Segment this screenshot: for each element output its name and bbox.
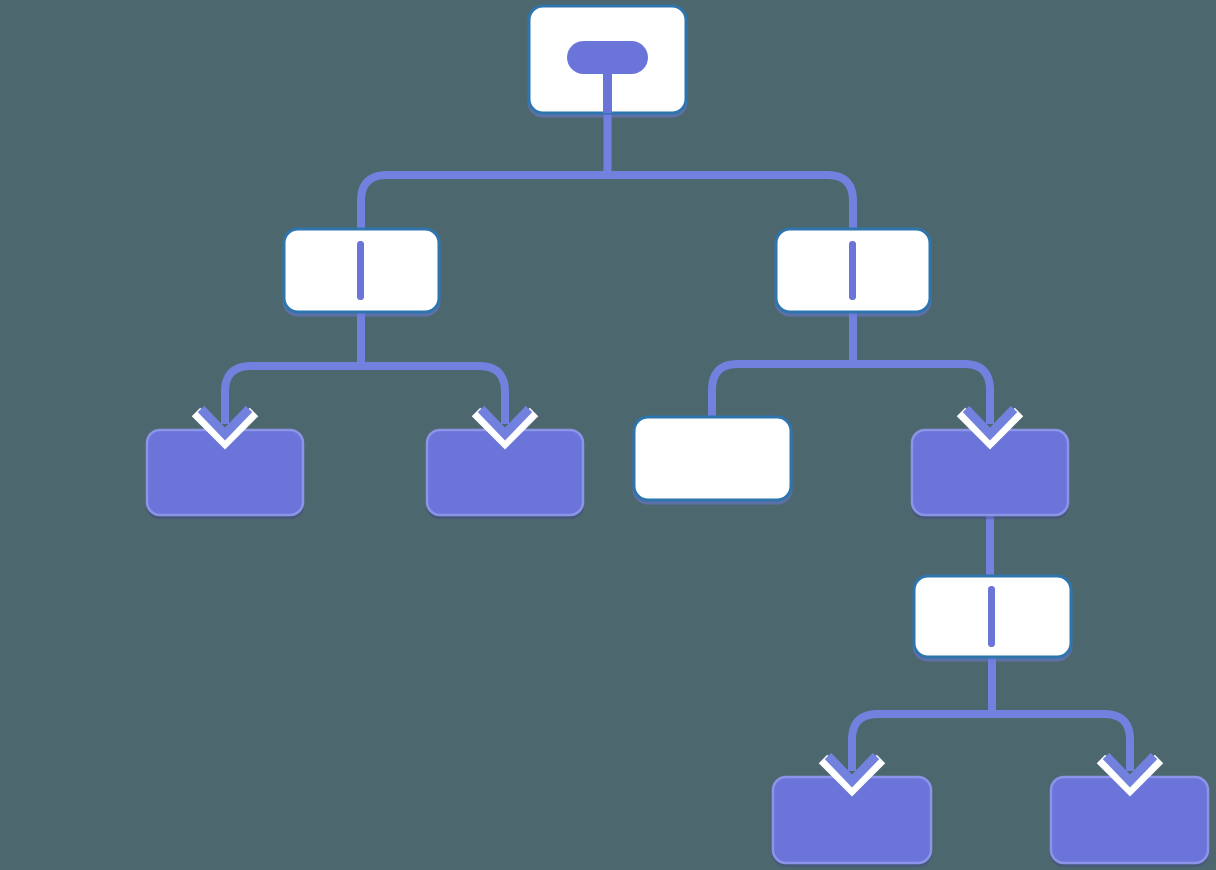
edge-splitright-to-children (708, 360, 994, 424)
vertical-divider-icon (988, 586, 995, 647)
vertical-divider-icon (357, 241, 364, 300)
node-plain-white[interactable] (632, 415, 793, 502)
edge-splitbottom-to-leaves (848, 710, 1134, 771)
node-root[interactable] (527, 4, 688, 115)
node-split-right[interactable] (774, 227, 932, 314)
edge-splitleft-to-leaves (221, 362, 509, 424)
node-plain-white-box[interactable] (632, 415, 793, 502)
root-pill-stem (603, 70, 612, 113)
node-split-left[interactable] (282, 227, 441, 314)
root-pill-shape (567, 41, 648, 74)
node-split-bottom[interactable] (912, 574, 1073, 659)
connectors (221, 112, 1134, 771)
tree-root-pill-icon (567, 41, 648, 113)
edge-root-to-splits (357, 171, 857, 229)
vertical-divider-icon (849, 241, 856, 300)
